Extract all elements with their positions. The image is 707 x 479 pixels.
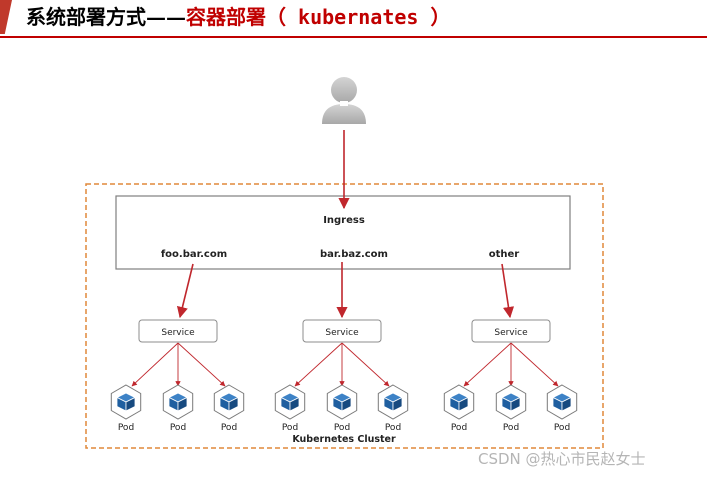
pod-3: Pod	[213, 384, 245, 433]
pod-label: Pod	[221, 423, 237, 433]
service-box-1: Service	[138, 319, 218, 343]
cube-icon	[501, 392, 521, 412]
service-box-2: Service	[302, 319, 382, 343]
page-title: 系统部署方式——容器部署（ kubernates ）	[26, 2, 451, 32]
pod-1: Pod	[110, 384, 142, 433]
title-accent: 容器部署（	[186, 5, 286, 29]
cube-icon	[332, 392, 352, 412]
cube-icon	[449, 392, 469, 412]
cube-icon	[383, 392, 403, 412]
pod-4: Pod	[274, 384, 306, 433]
service-label-3: Service	[494, 328, 528, 338]
pod-label: Pod	[385, 423, 401, 433]
service-label-2: Service	[325, 328, 359, 338]
header-rule	[0, 36, 707, 38]
slide-header: 系统部署方式——容器部署（ kubernates ）	[0, 0, 707, 40]
cluster-label: Kubernetes Cluster	[292, 434, 396, 445]
pod-label: Pod	[451, 423, 467, 433]
watermark: CSDN @热心市民赵女士	[478, 450, 646, 468]
pod-9: Pod	[546, 384, 578, 433]
pod-label: Pod	[118, 423, 134, 433]
pod-8: Pod	[495, 384, 527, 433]
cube-icon	[552, 392, 572, 412]
ingress-label: Ingress	[323, 215, 365, 226]
cube-icon	[219, 392, 239, 412]
pod-label: Pod	[282, 423, 298, 433]
cube-icon	[280, 392, 300, 412]
pod-5: Pod	[326, 384, 358, 433]
service-to-pod-arrows	[131, 342, 559, 387]
pod-group: Pod Pod Pod Pod Pod Pod Pod Pod Pod	[110, 384, 578, 433]
host-label-3: other	[489, 249, 520, 260]
title-end: ）	[430, 5, 451, 29]
pod-2: Pod	[162, 384, 194, 433]
cube-icon	[168, 392, 188, 412]
service-box-3: Service	[471, 319, 551, 343]
host-to-service-arrow-3	[501, 263, 515, 319]
cube-icon	[116, 392, 136, 412]
service-label-1: Service	[161, 328, 195, 338]
title-main: 系统部署方式——	[26, 5, 186, 29]
pod-6: Pod	[377, 384, 409, 433]
pod-label: Pod	[170, 423, 186, 433]
pod-label: Pod	[334, 423, 350, 433]
pod-label: Pod	[554, 423, 570, 433]
user-icon	[322, 77, 366, 124]
host-to-service-arrow-1	[176, 263, 194, 319]
pod-7: Pod	[443, 384, 475, 433]
title-code: kubernates	[286, 5, 431, 29]
host-label-1: foo.bar.com	[161, 249, 227, 260]
host-label-2: bar.baz.com	[320, 249, 388, 260]
pod-label: Pod	[503, 423, 519, 433]
